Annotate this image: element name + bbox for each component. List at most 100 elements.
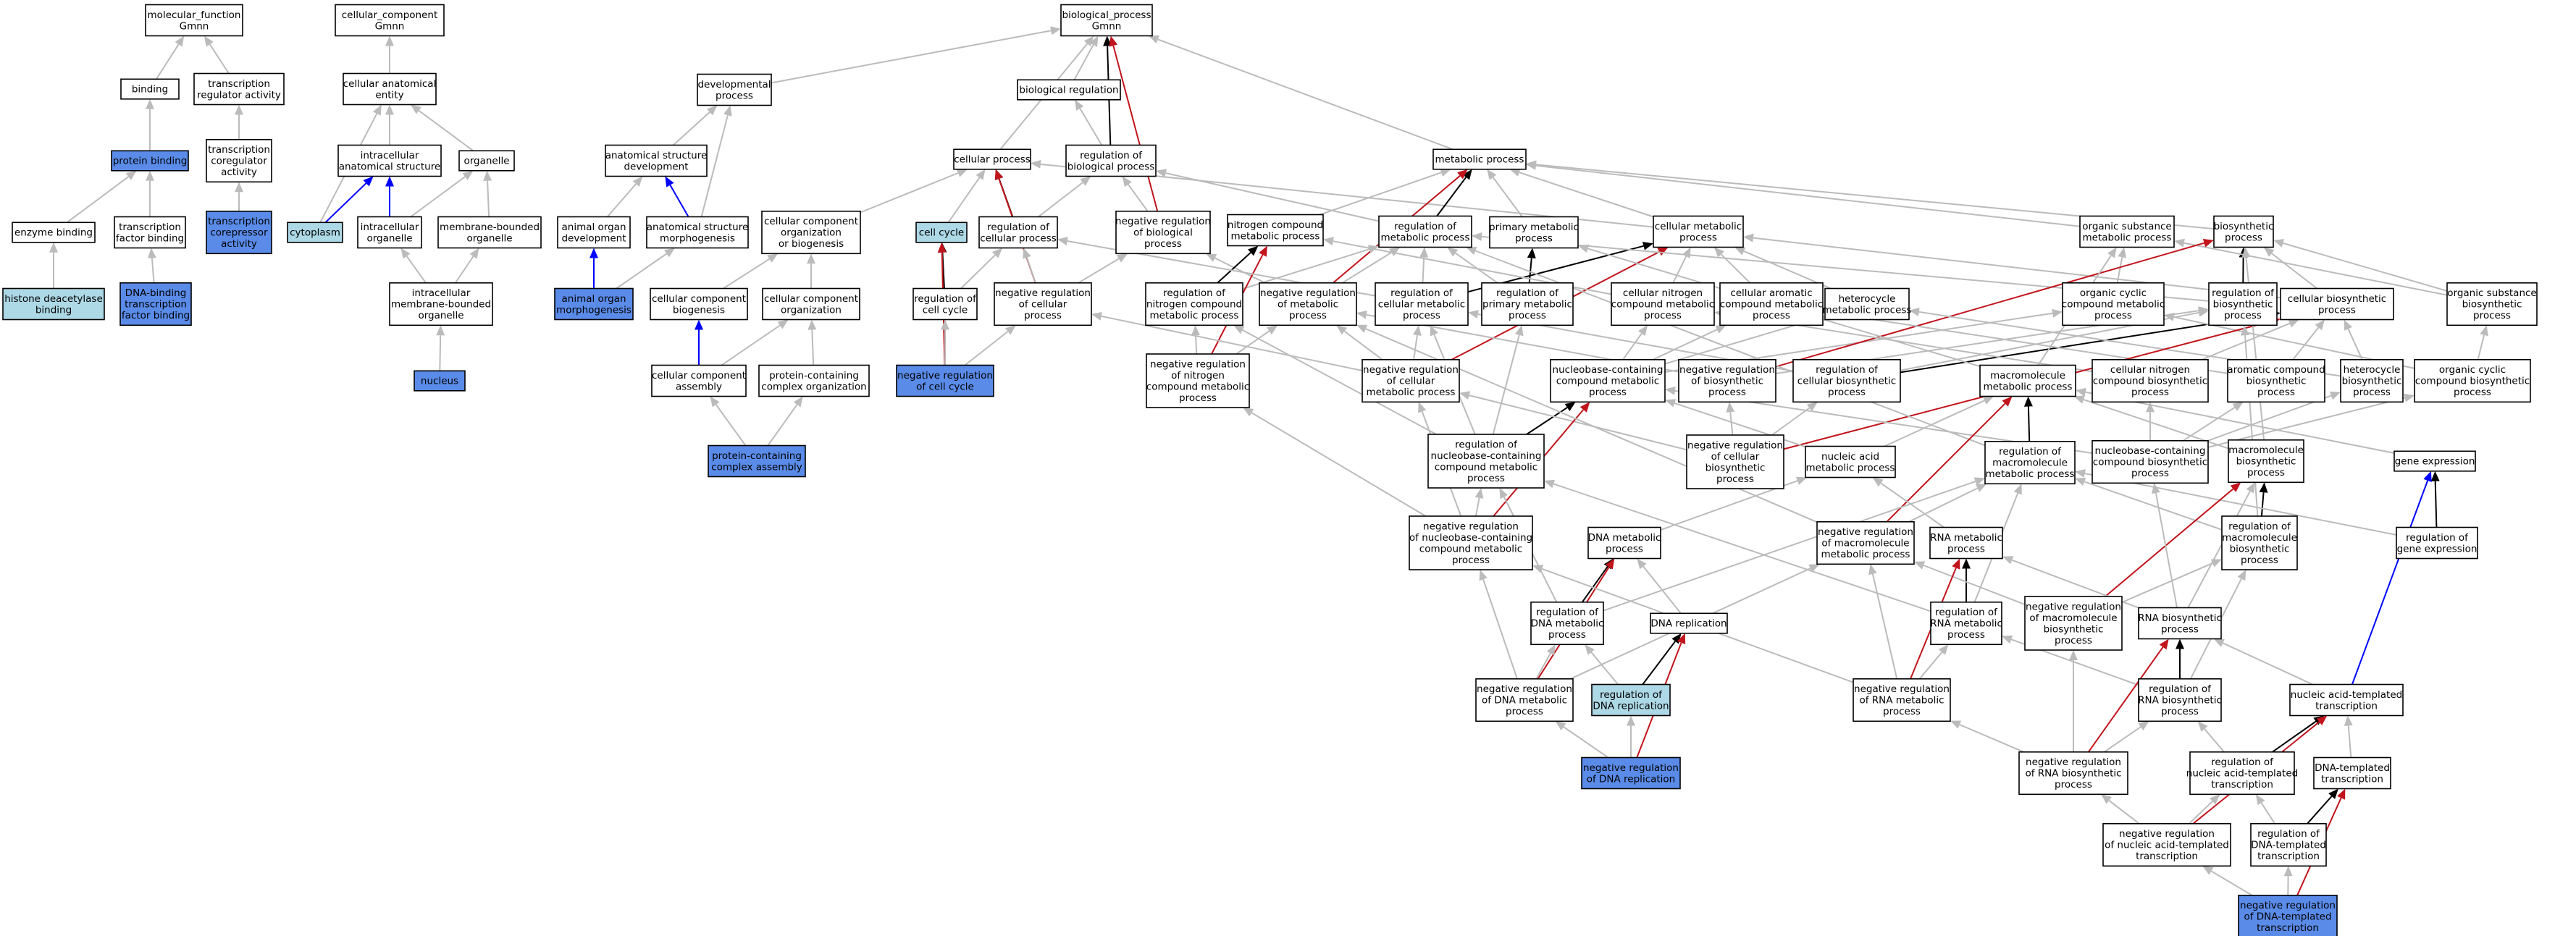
node-box[interactable] — [2018, 751, 2128, 796]
node-box[interactable] — [1481, 282, 1574, 326]
node-box[interactable] — [1489, 216, 1579, 249]
node-box[interactable] — [1929, 526, 2003, 560]
node-regulation-of-nucleobase-containing-compound-metabolic-process[interactable]: regulation ofnucleobase-containingcompou… — [1427, 434, 1545, 489]
node-box[interactable] — [2213, 215, 2274, 248]
node-box[interactable] — [2189, 751, 2295, 796]
node-box[interactable] — [2394, 450, 2476, 472]
node-box[interactable] — [206, 139, 272, 183]
node-box[interactable] — [1432, 148, 1527, 170]
node-box[interactable] — [758, 364, 870, 397]
node-box[interactable] — [206, 210, 272, 255]
node-box[interactable] — [708, 444, 806, 478]
node-box[interactable] — [1550, 358, 1666, 403]
node-box[interactable] — [1259, 282, 1357, 326]
node-box[interactable] — [762, 287, 860, 321]
node-box[interactable] — [2289, 683, 2404, 717]
node-box[interactable] — [1145, 282, 1243, 326]
node-box[interactable] — [145, 4, 243, 37]
node-box[interactable] — [1060, 4, 1153, 37]
node-box[interactable] — [2062, 282, 2165, 326]
node-box[interactable] — [1409, 515, 1533, 570]
node-box[interactable] — [2280, 287, 2394, 321]
node-cytoplasm[interactable]: cytoplasm — [287, 222, 343, 243]
node-box[interactable] — [1650, 612, 1728, 634]
node-box[interactable] — [2340, 358, 2404, 403]
node-protein-binding[interactable]: protein binding — [111, 150, 189, 172]
node-box[interactable] — [2079, 215, 2175, 248]
node-box[interactable] — [119, 282, 192, 326]
node-box[interactable] — [1611, 282, 1715, 326]
node-box[interactable] — [2228, 439, 2304, 484]
node-box[interactable] — [2250, 823, 2327, 867]
node-nucleus[interactable]: nucleus — [414, 370, 466, 392]
node-gene-expression[interactable]: gene expression — [2394, 450, 2476, 472]
node-box[interactable] — [1719, 282, 1824, 326]
node-enzyme-binding[interactable]: enzyme binding — [12, 222, 96, 243]
node-box[interactable] — [1427, 434, 1545, 489]
node-box[interactable] — [437, 216, 542, 249]
node-box[interactable] — [1824, 287, 1910, 321]
node-biological-regulation[interactable]: biological regulation — [1017, 79, 1121, 101]
node-box[interactable] — [337, 144, 442, 177]
node-box[interactable] — [978, 216, 1058, 249]
node-box[interactable] — [1686, 434, 1784, 489]
node-box[interactable] — [554, 287, 634, 321]
node-box[interactable] — [896, 364, 994, 397]
node-box[interactable] — [1115, 210, 1211, 255]
node-box[interactable] — [1227, 214, 1324, 247]
node-binding[interactable]: binding — [120, 78, 180, 100]
node-box[interactable] — [12, 222, 96, 243]
node-box[interactable] — [605, 144, 708, 177]
node-box[interactable] — [915, 222, 968, 243]
node-box[interactable] — [697, 73, 772, 106]
